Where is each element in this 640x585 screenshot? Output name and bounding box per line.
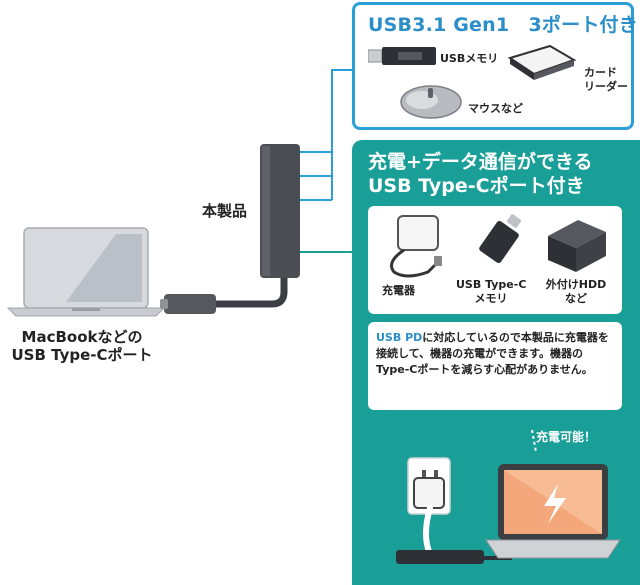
pd-info-text: USB PDに対応しているので本製品に充電器を接続して、機器の充電ができます。機…: [376, 330, 616, 378]
pd-info-box: [368, 322, 622, 410]
charge-callout: 充電可能！: [536, 430, 597, 444]
charger-label: 充電器: [382, 284, 415, 297]
macbook-illustration: [6, 227, 166, 317]
macbook-label: MacBookなどの USB Type-Cポート: [0, 328, 164, 364]
typec-memory-icon: [479, 214, 521, 264]
charger-icon: [390, 215, 442, 278]
usb-box-title: USB3.1 Gen1 3ポート付き: [368, 14, 638, 36]
external-hdd-line2: など: [565, 292, 587, 305]
external-hdd-line1: 外付けHDD: [545, 278, 607, 291]
hub-illustration: [160, 144, 300, 314]
usb-memory-label: USBメモリ: [440, 52, 499, 65]
external-hdd-icon: [548, 220, 606, 272]
product-label: 本製品: [202, 202, 248, 220]
card-reader-icon: [507, 44, 577, 80]
mouse-icon: [400, 85, 462, 119]
usb-memory-icon: [368, 47, 436, 65]
card-reader-line2: リーダー: [584, 80, 628, 93]
mac-label-line1: MacBookなどの: [21, 328, 143, 346]
external-hdd-label: 外付けHDD など: [536, 278, 616, 306]
typec-title-line2: USB Type-Cポート付き: [368, 175, 585, 197]
usb-ports-box: [352, 2, 634, 130]
typec-memory-line2: メモリ: [474, 292, 508, 305]
card-reader-label: カード リーダー: [584, 66, 628, 94]
typec-title-line1: 充電+データ通信ができる: [368, 151, 593, 173]
card-reader-line1: カード: [584, 66, 617, 79]
pd-highlight: USB PD: [376, 331, 423, 344]
charging-scene: [396, 429, 621, 564]
typec-panel-title: 充電+データ通信ができる USB Type-Cポート付き: [368, 150, 593, 198]
mac-label-line2: USB Type-Cポート: [11, 346, 153, 364]
typec-memory-label: USB Type-C メモリ: [456, 278, 526, 306]
typec-memory-line1: USB Type-C: [456, 278, 527, 291]
pd-description: に対応しているので本製品に充電器を接続して、機器の充電ができます。機器のType…: [376, 331, 609, 376]
mouse-label: マウスなど: [468, 102, 523, 115]
